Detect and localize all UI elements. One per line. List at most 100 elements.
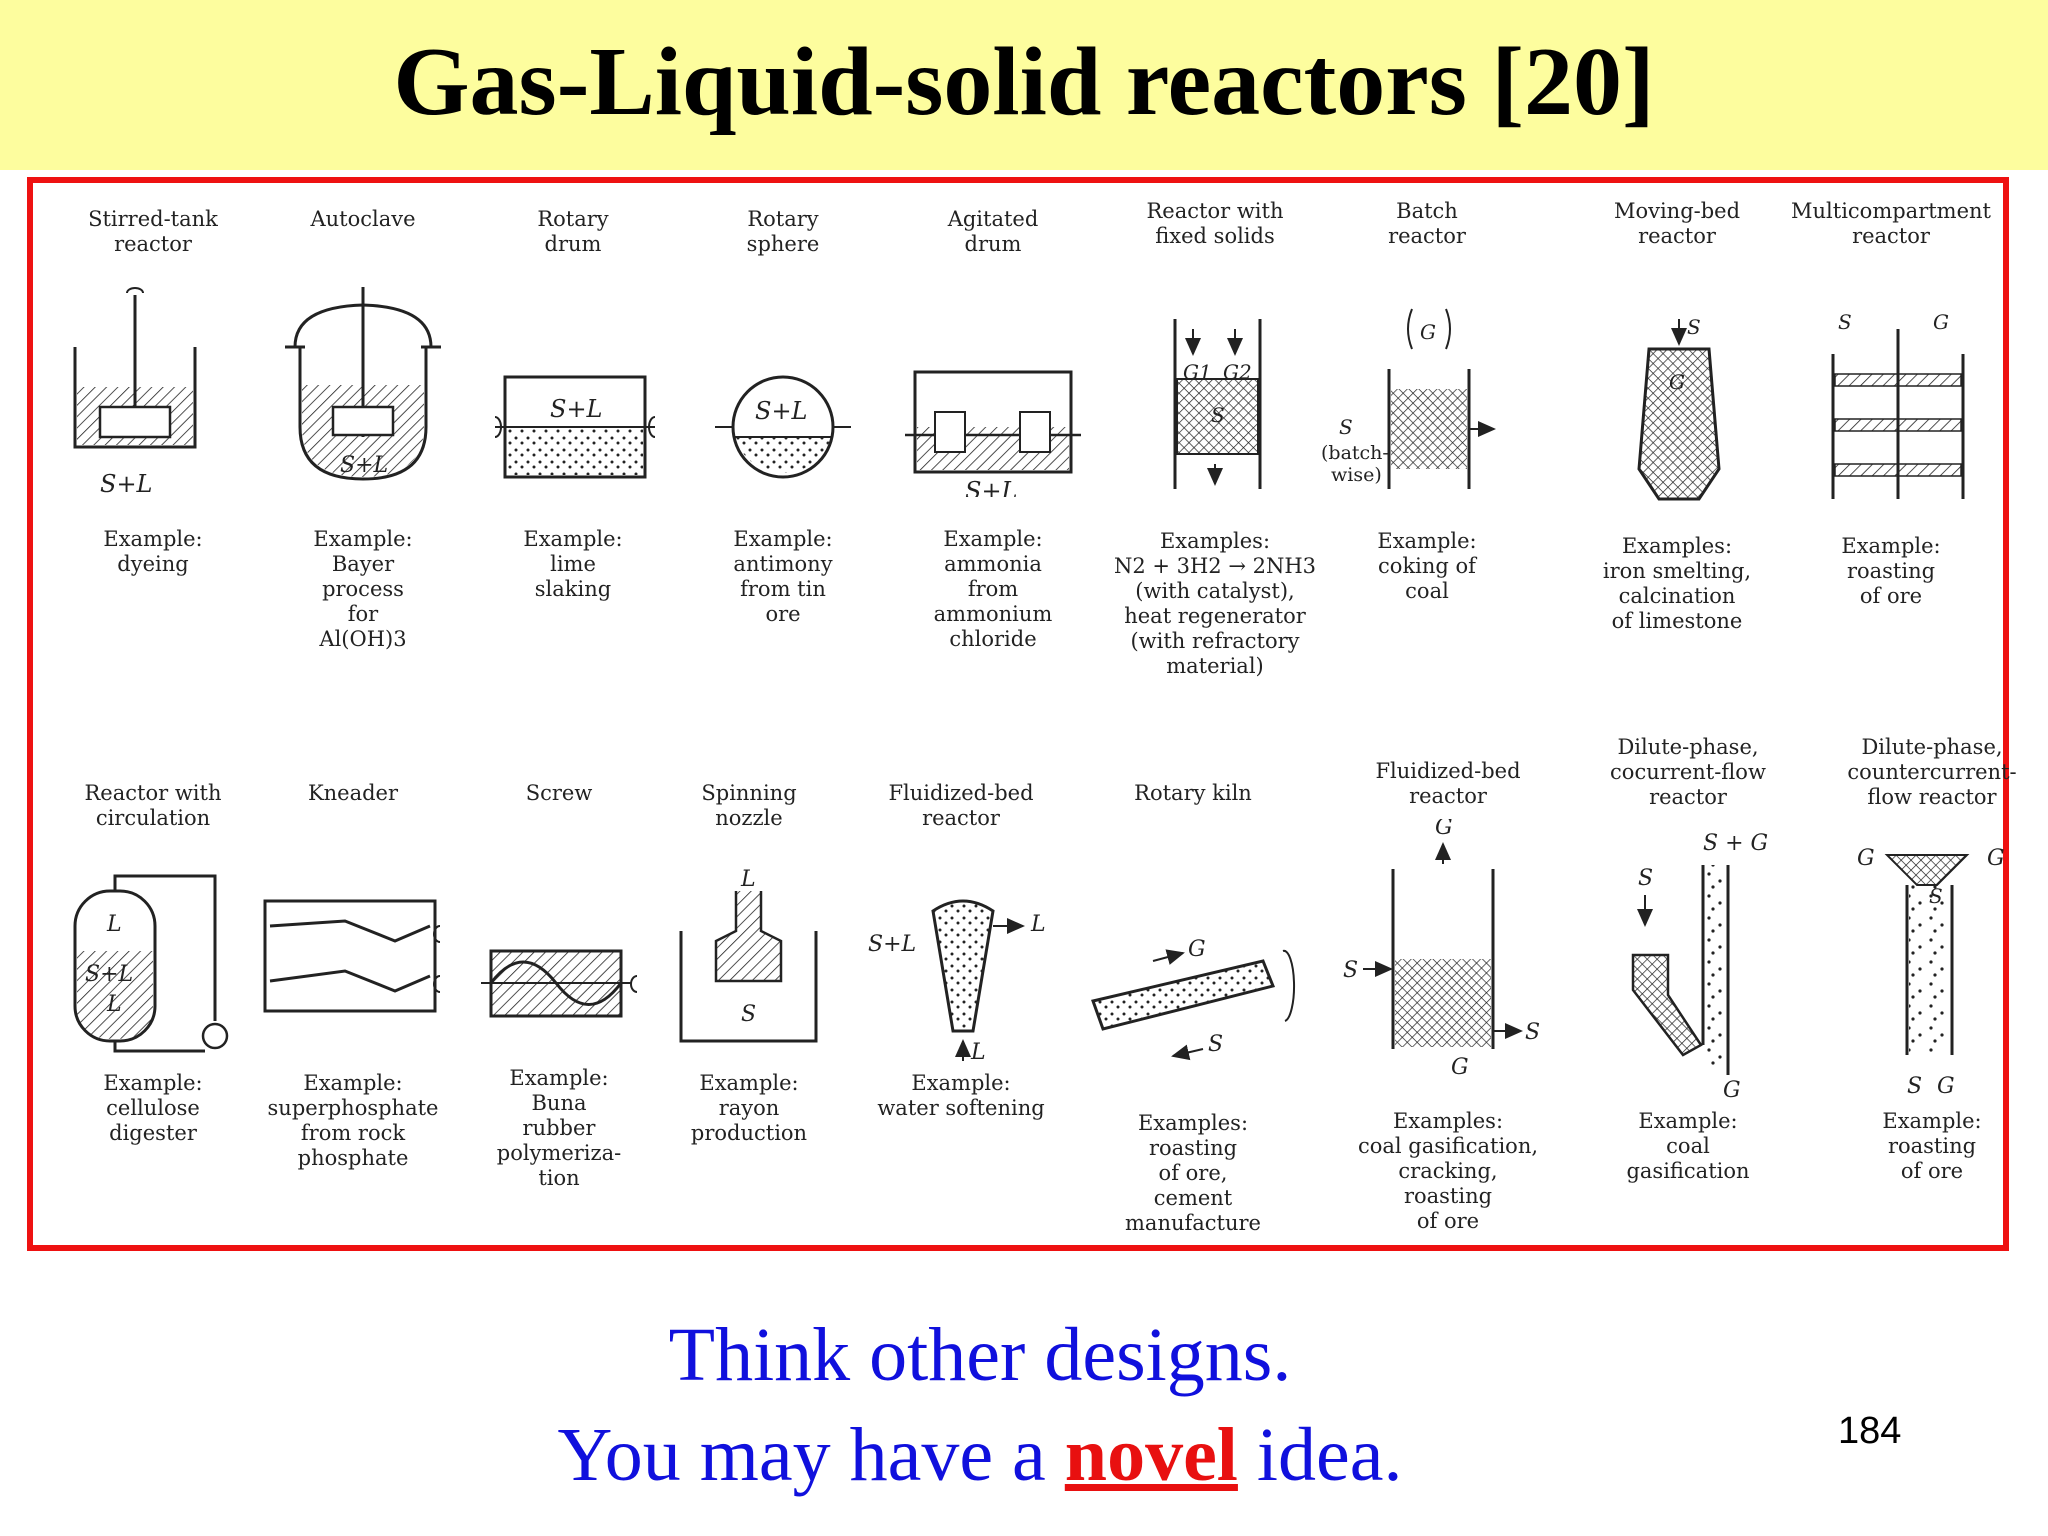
- diagram-label: S+L: [755, 397, 808, 425]
- diagram-label: G: [1669, 370, 1685, 394]
- circulation-diagram: L S+L L: [73, 874, 229, 1053]
- dilute-cocurrent-diagram: S S + G G: [1631, 831, 1768, 1103]
- footer-text: You may have a: [557, 1413, 1065, 1497]
- diagram-label: G: [1933, 310, 1949, 334]
- reactor-title: Dilute-phase, cocurrent-flow reactor: [1610, 735, 1766, 809]
- reactor-rotary-drum: Rotary drum S+L Example: lime slaking: [465, 207, 681, 601]
- diagram-label: L: [970, 1040, 986, 1061]
- reactor-title: Kneader: [307, 781, 399, 805]
- diagram-label: S: [1343, 958, 1358, 983]
- reactor-figure-frame: Stirred-tank reactor S+L Example: dyeing…: [27, 177, 2017, 1251]
- example-text: Example: antimony from tin ore: [733, 527, 833, 626]
- reactor-fluidized-bed-liquid: Fluidized-bed reactor S+L L L Example: w…: [853, 781, 1069, 1120]
- diagram-label: wise): [1331, 464, 1382, 486]
- reactor-title: Dilute-phase, countercurrent- flow react…: [1847, 735, 2017, 809]
- reactor-title: Multicompartment reactor: [1791, 199, 1991, 248]
- reactor-kneader: Kneader Example: superphosphate from roc…: [245, 781, 461, 1170]
- diagram-label: G: [1420, 320, 1436, 344]
- diagram-label: L: [106, 912, 122, 937]
- diagram-label: S: [741, 1002, 756, 1027]
- diagram-label: S: [1211, 403, 1225, 427]
- footer-line-2: You may have a novel idea.: [0, 1410, 1960, 1500]
- reactor-title: Agitated drum: [947, 207, 1039, 256]
- fixed-solids-diagram: G1 G2 S: [1173, 319, 1262, 489]
- example-text: Examples: iron smelting, calcination of …: [1602, 534, 1752, 633]
- diagram-label: S+L: [340, 453, 388, 478]
- reactor-screw: Screw Example: Buna rubber polymeriza- t…: [451, 781, 667, 1190]
- screw-diagram: [481, 949, 638, 1018]
- fluidized-bed-liquid-diagram: S+L L L: [868, 899, 1046, 1061]
- reactor-title: Fluidized-bed reactor: [888, 781, 1034, 830]
- example-text: Example: water softening: [877, 1071, 1045, 1120]
- diagram-label: G: [1723, 1078, 1741, 1103]
- stirred-tank-diagram: S+L: [73, 287, 197, 497]
- example-text: Examples: coal gasification, cracking, r…: [1357, 1109, 1539, 1233]
- diagram-label: S: [1838, 310, 1852, 334]
- diagram-label: S+L: [965, 477, 1018, 497]
- reactor-title: Autoclave: [310, 207, 416, 231]
- multicompartment-diagram: S G: [1831, 310, 1965, 499]
- fluidized-bed-gas-diagram: G S S G: [1343, 819, 1540, 1079]
- example-text: Example: rayon production: [690, 1071, 808, 1145]
- diagram-label: G: [1435, 819, 1453, 840]
- diagram-label: S+L: [85, 962, 133, 987]
- example-text: Example: ammonia from ammonium chloride: [933, 527, 1053, 651]
- reactor-with-circulation: Reactor with circulation L S+L L Example…: [45, 781, 261, 1145]
- example-text: Example: coal gasification: [1626, 1109, 1750, 1183]
- reactor-title: Batch reactor: [1388, 199, 1466, 248]
- diagram-label: G: [1937, 1074, 1955, 1099]
- diagram-label: S: [1929, 884, 1943, 908]
- reactor-rotary-sphere: Rotary sphere S+L Example: antimony from…: [675, 207, 891, 626]
- diagram-label: G: [1857, 846, 1875, 871]
- example-text: Examples: N2 + 3H2 → 2NH3 (with catalyst…: [1113, 529, 1317, 678]
- diagram-label: G: [1188, 937, 1206, 962]
- rotary-kiln-diagram: G S: [1091, 937, 1296, 1061]
- example-text: Example: superphosphate from rock phosph…: [267, 1071, 439, 1170]
- diagram-label: S: [1339, 415, 1353, 439]
- diagram-label: G2: [1223, 360, 1252, 384]
- example-text: Example: dyeing: [103, 527, 203, 576]
- reactor-rotary-kiln: Rotary kiln G S Examples: roasting of or…: [1073, 781, 1313, 1235]
- rotary-drum-diagram: S+L: [494, 375, 656, 479]
- diagram-label: G: [1451, 1055, 1469, 1079]
- kneader-diagram: [263, 899, 441, 1013]
- reactor-dilute-countercurrent: Dilute-phase, countercurrent- flow react…: [1817, 735, 2047, 1183]
- spinning-nozzle-diagram: L S: [679, 867, 818, 1043]
- diagram-label: G: [1987, 846, 2005, 871]
- diagram-label: L: [740, 867, 756, 892]
- reactor-title: Stirred-tank reactor: [88, 207, 218, 256]
- autoclave-diagram: S+L: [285, 287, 441, 481]
- example-text: Examples: roasting of ore, cement manufa…: [1125, 1111, 1261, 1235]
- rotary-sphere-diagram: S+L: [715, 375, 851, 479]
- dilute-countercurrent-diagram: G G S S G: [1857, 846, 2005, 1099]
- reactor-fluidized-bed-gas: Fluidized-bed reactor G S S G Examples: …: [1333, 759, 1563, 1233]
- example-text: Example: roasting of ore: [1882, 1109, 1982, 1183]
- reactor-moving-bed: Moving-bed reactor S G Examples: iron sm…: [1569, 199, 1785, 633]
- diagram-label: S+L: [550, 395, 603, 423]
- reactor-title: Fluidized-bed reactor: [1375, 759, 1521, 808]
- title-bar: Gas-Liquid-solid reactors [20]: [0, 0, 2048, 170]
- reactor-title: Spinning nozzle: [701, 781, 797, 830]
- page-number: 184: [1838, 1410, 1902, 1452]
- reactor-autoclave: Autoclave S+L Example: Bayer process for…: [255, 207, 471, 651]
- example-text: Example: Bayer process for Al(OH)3: [313, 527, 413, 651]
- novel-highlight: novel: [1064, 1413, 1238, 1497]
- example-text: Example: roasting of ore: [1841, 534, 1941, 608]
- diagram-label: (batch-: [1321, 442, 1389, 464]
- diagram-label: S + G: [1703, 831, 1768, 856]
- diagram-label: L: [106, 992, 122, 1017]
- footer-line-1: Think other designs.: [668, 1313, 1292, 1397]
- diagram-label: S: [1687, 315, 1701, 339]
- reactor-fixed-solids: Reactor with fixed solids G1 G2 S Exampl…: [1095, 199, 1335, 678]
- example-text: Example: cellulose digester: [103, 1071, 203, 1145]
- diagram-label: G1: [1183, 360, 1212, 384]
- example-text: Example: coking of coal: [1377, 529, 1477, 603]
- diagram-label: S: [1208, 1032, 1223, 1057]
- diagram-label: S: [1525, 1020, 1540, 1045]
- example-text: Example: Buna rubber polymeriza- tion: [496, 1066, 622, 1190]
- diagram-label: S: [1638, 866, 1653, 891]
- reactor-title: Rotary drum: [537, 207, 609, 256]
- diagram-label: L: [1030, 912, 1046, 937]
- reactor-stirred-tank: Stirred-tank reactor S+L Example: dyeing: [45, 207, 261, 576]
- reactor-title: Moving-bed reactor: [1613, 199, 1741, 248]
